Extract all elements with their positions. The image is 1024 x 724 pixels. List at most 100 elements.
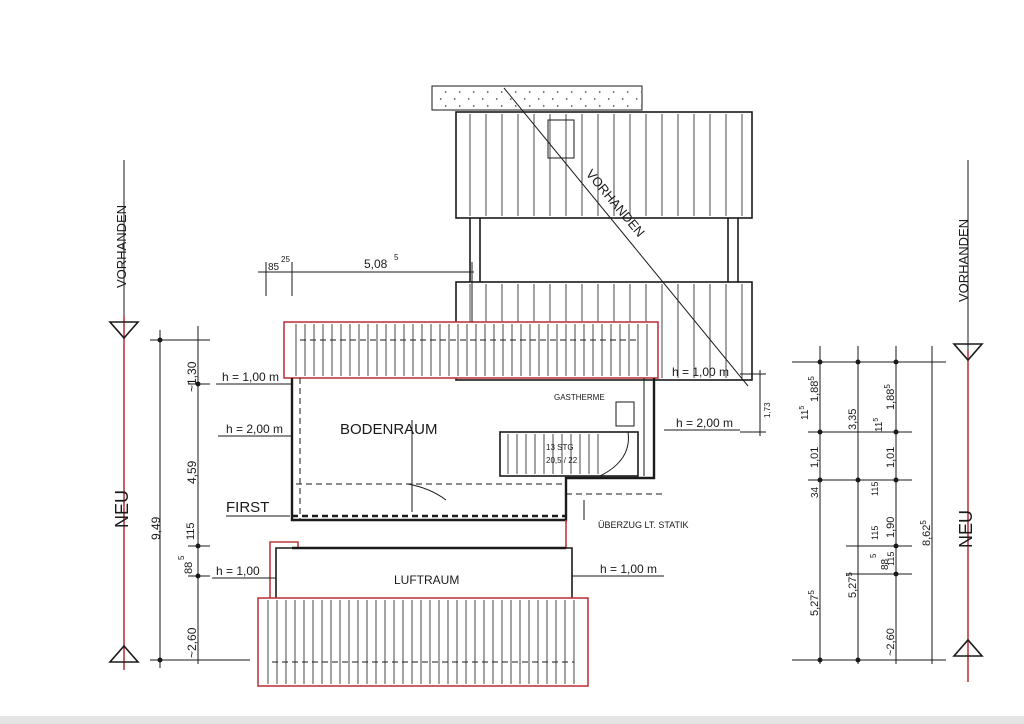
ground-hatch — [439, 91, 643, 107]
ground-dot-44 — [640, 105, 643, 107]
luftraum-label: LUFTRAUM — [394, 573, 459, 587]
new-roof-top-outline — [283, 321, 659, 379]
right-dimensions: VORHANDEN NEU 1,73 1,885 115 1,01 — [740, 160, 984, 682]
stairs-label-1: 13 STG — [546, 443, 574, 452]
right-dot-12 — [855, 657, 861, 663]
right-dot-10 — [893, 571, 899, 577]
left-dim-88: 88 — [183, 562, 195, 574]
bodenraum-label: BODENRAUM — [340, 421, 438, 438]
ground-dot-25 — [551, 98, 554, 100]
right-dim-5275b: 5,275 — [845, 572, 859, 598]
left-dim-5: 5 — [177, 555, 186, 560]
right-dim-1885a: 1,885 — [807, 376, 821, 402]
ground-dot-33 — [598, 91, 601, 93]
bodenraum-walls — [290, 378, 656, 522]
vorhanden-left-label: VORHANDEN — [114, 205, 129, 288]
ground-dot-20 — [528, 105, 531, 107]
right-dim-115d: 115 — [870, 526, 880, 540]
left-dimensions: VORHANDEN NEU 9,49 ~1,30 4,59 115 88 5 ~… — [108, 160, 250, 670]
right-dim-5275a: 5,275 — [807, 590, 821, 616]
ground-dot-32 — [584, 105, 587, 107]
left-dim-260: ~2,60 — [185, 627, 199, 658]
ground-dot-37 — [607, 98, 610, 100]
h-mid-right: h = 2,00 m — [676, 416, 733, 430]
height-callouts: h = 1,00 m h = 2,00 m h = 1,00 h = 1,00 … — [212, 365, 744, 579]
ground-dot-17 — [514, 105, 517, 107]
ground-dot-5 — [458, 105, 461, 107]
ground-dot-16 — [509, 98, 512, 100]
right-dim-115b: 115 — [873, 418, 885, 432]
luftraum-outline-red — [269, 520, 567, 598]
right-dot-3 — [893, 359, 899, 365]
ground-dot-4 — [453, 98, 456, 100]
right-dot-8 — [893, 477, 899, 483]
right-dim-1885b: 1,885 — [883, 384, 897, 410]
ueberzug-label: ÜBERZUG LT. STATIK — [598, 520, 689, 530]
right-dim-260: ~2,60 — [885, 628, 897, 656]
ground-dot-13 — [495, 98, 498, 100]
paper-edge — [0, 716, 1024, 724]
right-dot-6 — [817, 477, 823, 483]
ground-dot-30 — [584, 91, 587, 93]
existing-roof-upper — [455, 111, 753, 219]
ground-dot-14 — [500, 105, 503, 107]
left-dot-5 — [157, 657, 163, 663]
ground-dot-35 — [598, 105, 601, 107]
right-dot-2 — [855, 359, 861, 365]
right-dim-335: 3,35 — [847, 409, 859, 430]
new-roof-top-rafters — [295, 324, 648, 376]
new-roof-bottom-fill — [258, 598, 588, 686]
left-dim-130: ~1,30 — [185, 361, 199, 392]
ground-dot-24 — [556, 91, 559, 93]
ground-dot-18 — [528, 91, 531, 93]
right-dot-9 — [893, 543, 899, 549]
right-dot-7 — [855, 477, 861, 483]
new-roof-bottom-rafters — [267, 600, 575, 684]
ground-dot-36 — [612, 91, 615, 93]
top-dimension: 85 25 5,08 5 — [258, 253, 474, 322]
gastherme-label: GASTHERME — [554, 393, 605, 402]
ground-dot-42 — [640, 91, 643, 93]
ground-dot-21 — [542, 91, 545, 93]
ground-dot-19 — [523, 98, 526, 100]
top-dim-25: 25 — [281, 255, 290, 264]
ground-dot-28 — [565, 98, 568, 100]
ground-dot-34 — [593, 98, 596, 100]
right-dim-173: 1,73 — [763, 402, 772, 418]
new-roof-top-fill — [284, 322, 658, 378]
left-dim-459: 4,59 — [185, 460, 199, 484]
top-dim-508: 5,08 — [364, 257, 388, 271]
right-dim-115a: 115 — [799, 406, 811, 420]
ground-dot-23 — [542, 105, 545, 107]
ground-dot-38 — [612, 105, 615, 107]
left-axis-marker-top — [108, 321, 140, 340]
h-top-right: h = 1,00 m — [672, 365, 729, 379]
ground-dot-9 — [486, 91, 489, 93]
ground-dot-39 — [626, 91, 629, 93]
left-dot-2 — [195, 381, 201, 387]
right-dim-101b: 1,01 — [885, 447, 897, 468]
stairs-label-2: 20,5 / 22 — [546, 456, 578, 465]
ground-dot-29 — [570, 105, 573, 107]
ground-dot-27 — [570, 91, 573, 93]
ground-dot-0 — [444, 91, 447, 93]
roof-upper-rafters — [469, 114, 743, 216]
stair-curve — [599, 431, 629, 477]
ground-dot-8 — [472, 105, 475, 107]
ground-dot-31 — [579, 98, 582, 100]
right-dot-4 — [817, 429, 823, 435]
ground-dot-1 — [439, 98, 442, 100]
existing-diagonal — [503, 87, 749, 387]
ground-dot-22 — [537, 98, 540, 100]
ground-dot-12 — [500, 91, 503, 93]
new-building: GASTHERME 13 STG 20,5 / 22 BODENRAUM FIR… — [226, 321, 689, 687]
right-dim-115e: 115 — [886, 552, 896, 566]
right-dim-115c: 115 — [870, 482, 880, 496]
ground-dot-26 — [556, 105, 559, 107]
left-dim-115: 115 — [185, 522, 197, 540]
right-dim-101a: 1,01 — [809, 447, 821, 468]
right-dot-1 — [817, 359, 823, 365]
ground-dot-40 — [621, 98, 624, 100]
right-dim-8625: 8,625 — [919, 520, 933, 546]
